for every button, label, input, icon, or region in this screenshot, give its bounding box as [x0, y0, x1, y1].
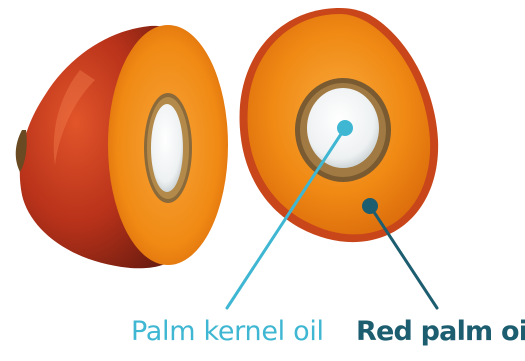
red-palm-oil-label: Red palm oil	[356, 312, 525, 352]
kernel-pointer-dot	[337, 120, 353, 136]
left-fruit-kernel	[151, 104, 183, 192]
red-oil-pointer-dot	[362, 198, 378, 214]
left-fruit-half	[16, 25, 228, 268]
palm-kernel-oil-label: Palm kernel oil	[131, 312, 324, 352]
